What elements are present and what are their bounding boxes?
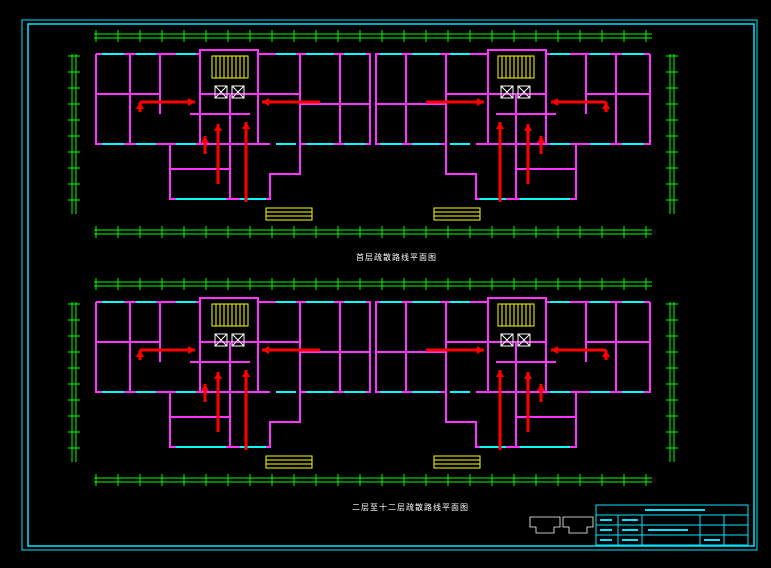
arrowhead [496, 370, 504, 377]
arrowhead [136, 102, 144, 109]
inner-frame [27, 23, 755, 547]
title-block-marks [600, 509, 720, 541]
arrowhead [262, 98, 269, 106]
plan-title-upper-floors: 二层至十二层疏散路线平面图 [352, 503, 469, 512]
evacuation-arrows [136, 98, 610, 202]
elevator-cross [214, 333, 245, 347]
dimension-lines [68, 30, 678, 238]
entrance-steps [265, 207, 481, 221]
entrance-step [265, 455, 313, 469]
arrowhead [477, 98, 484, 106]
stair-cores [211, 303, 535, 347]
elevator [214, 333, 228, 347]
walls [95, 297, 651, 448]
windows [102, 301, 644, 448]
arrowhead [537, 136, 545, 143]
arrowhead [496, 122, 504, 129]
elevator-cross [214, 85, 245, 99]
key-plans [529, 516, 594, 534]
arrowhead [188, 346, 195, 354]
arrowhead [551, 98, 558, 106]
dimension-lines [68, 278, 678, 486]
arrowhead [214, 372, 222, 379]
arrowhead [136, 350, 144, 357]
stair-core [211, 303, 249, 327]
floor-plan-2 [68, 278, 678, 486]
windows [102, 53, 644, 200]
elevator [517, 85, 531, 99]
arrowhead [524, 372, 532, 379]
stair-cores [211, 55, 535, 99]
plan-title-ground-floor: 首层疏散路线平面图 [356, 253, 437, 262]
arrowhead [201, 136, 209, 143]
entrance-steps [265, 455, 481, 469]
stair-core [497, 55, 535, 79]
arrowhead [214, 124, 222, 131]
evacuation-arrows [136, 346, 610, 450]
entrance-step [265, 207, 313, 221]
elevator-cross [500, 333, 531, 347]
outer-frame [21, 19, 758, 551]
arrowhead [537, 384, 545, 391]
floor-plan-1 [68, 30, 678, 238]
title-block [595, 504, 749, 546]
stair-core [497, 303, 535, 327]
walls [95, 49, 651, 200]
elevator [500, 333, 514, 347]
arrowhead [188, 98, 195, 106]
elevator [231, 85, 245, 99]
elevator [214, 85, 228, 99]
arrowhead [602, 102, 610, 109]
arrowhead [201, 384, 209, 391]
elevator-cross [500, 85, 531, 99]
arrowhead [602, 350, 610, 357]
arrowhead [262, 346, 269, 354]
elevator [517, 333, 531, 347]
elevator [500, 85, 514, 99]
arrowhead [524, 124, 532, 131]
stair-core [211, 55, 249, 79]
elevator [231, 333, 245, 347]
entrance-step [433, 455, 481, 469]
entrance-step [433, 207, 481, 221]
arrowhead [477, 346, 484, 354]
arrowhead [242, 122, 250, 129]
arrowhead [242, 370, 250, 377]
arrowhead [551, 346, 558, 354]
